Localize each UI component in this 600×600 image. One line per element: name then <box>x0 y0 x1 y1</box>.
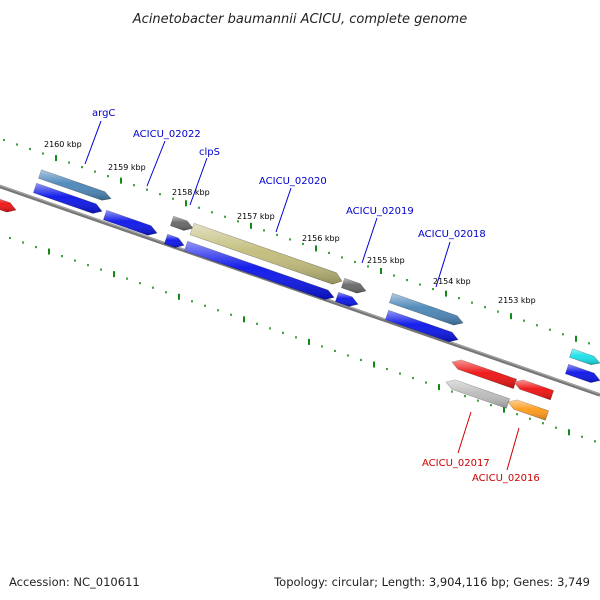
cds-acicu02016-orange-shine <box>508 399 549 421</box>
cds-acicu02020-olive <box>189 222 343 285</box>
map-title: Acinetobacter baumannii ACICU, complete … <box>132 12 467 27</box>
kbp-label-2157: 2157 kbp <box>237 212 275 221</box>
kbp-label-2160: 2160 kbp <box>44 140 82 149</box>
cds-blue-5-shine <box>335 292 358 307</box>
leader-acicu02018 <box>435 241 451 288</box>
tick-ring-inner <box>9 236 596 443</box>
gene-label-argC: argC <box>92 108 115 119</box>
cds-acicu02017-lightgray <box>445 379 510 409</box>
gene-label-acicu02016: ACICU_02016 <box>472 473 540 484</box>
gene-label-acicu02022: ACICU_02022 <box>133 129 201 140</box>
cds-blue-1-shine <box>33 183 102 214</box>
leader-acicu02017 <box>457 411 472 454</box>
cds-red-1-shine <box>452 359 517 389</box>
kbp-label-2159: 2159 kbp <box>108 163 146 172</box>
cds-blue-3 <box>164 233 185 248</box>
leader-argC <box>84 120 102 165</box>
footer-summary: Topology: circular; Length: 3,904,116 bp… <box>273 575 590 589</box>
gene-label-clps: clpS <box>199 147 220 158</box>
cds-blue-1 <box>33 182 103 214</box>
leader-lines <box>84 120 520 471</box>
leader-acicu02016 <box>506 427 520 471</box>
gene-label-acicu02018: ACICU_02018 <box>418 229 486 240</box>
cds-acicu02020-olive-shine <box>190 223 342 285</box>
cds-gray-02019-shine <box>341 278 366 294</box>
cds-gray-clps-shine <box>170 216 193 231</box>
cds-acicu02018-steel <box>389 292 464 326</box>
cds-blue-3-shine <box>164 234 184 248</box>
cds-acicu02017-lightgray-shine <box>446 379 510 409</box>
cds-features <box>0 169 600 421</box>
cds-cyan <box>569 348 600 366</box>
cds-blue-7 <box>565 363 600 383</box>
gene-labels: argC ACICU_02022 clpS ACICU_02020 ACICU_… <box>92 108 540 484</box>
cds-blue-5 <box>335 291 359 307</box>
kbp-label-2153: 2153 kbp <box>498 296 536 305</box>
cds-argc-steel-shine <box>38 169 111 201</box>
leader-clps <box>189 157 208 206</box>
cds-blue-4-shine <box>184 241 334 300</box>
leader-acicu02019 <box>361 217 378 264</box>
tick-ring-outer <box>3 138 590 345</box>
cds-blue-6 <box>385 309 459 343</box>
cds-acicu02018-steel-shine <box>389 293 463 326</box>
cds-blue-7-shine <box>565 364 600 383</box>
cds-gray-02019 <box>341 277 367 294</box>
cds-red-2-shine <box>514 379 554 400</box>
cds-red-edge-shine <box>0 199 16 213</box>
cds-blue-4 <box>184 240 335 300</box>
gene-label-acicu02017: ACICU_02017 <box>422 458 490 469</box>
cds-blue-2 <box>103 209 158 236</box>
kbp-label-2156: 2156 kbp <box>302 234 340 243</box>
kbp-label-2155: 2155 kbp <box>367 256 405 265</box>
cds-gray-clps <box>170 215 194 231</box>
leader-acicu02022 <box>146 140 166 187</box>
leader-acicu02020 <box>275 187 292 233</box>
cds-blue-6-shine <box>385 310 458 342</box>
cds-red-1 <box>451 359 517 389</box>
cds-blue-2-shine <box>103 210 157 236</box>
cds-red-2 <box>513 379 554 401</box>
cds-argc-steel <box>38 169 112 201</box>
kbp-label-2154: 2154 kbp <box>433 277 471 286</box>
kbp-labels: 2160 kbp 2159 kbp 2158 kbp 2157 kbp 2156… <box>44 140 536 305</box>
gene-label-acicu02020: ACICU_02020 <box>259 176 327 187</box>
gene-label-acicu02019: ACICU_02019 <box>346 206 414 217</box>
kbp-label-2158: 2158 kbp <box>172 188 210 197</box>
cds-cyan-shine <box>569 348 600 365</box>
cds-acicu02016-orange <box>507 399 549 421</box>
cds-red-edge <box>0 198 17 213</box>
footer-accession: Accession: NC_010611 <box>9 575 140 589</box>
